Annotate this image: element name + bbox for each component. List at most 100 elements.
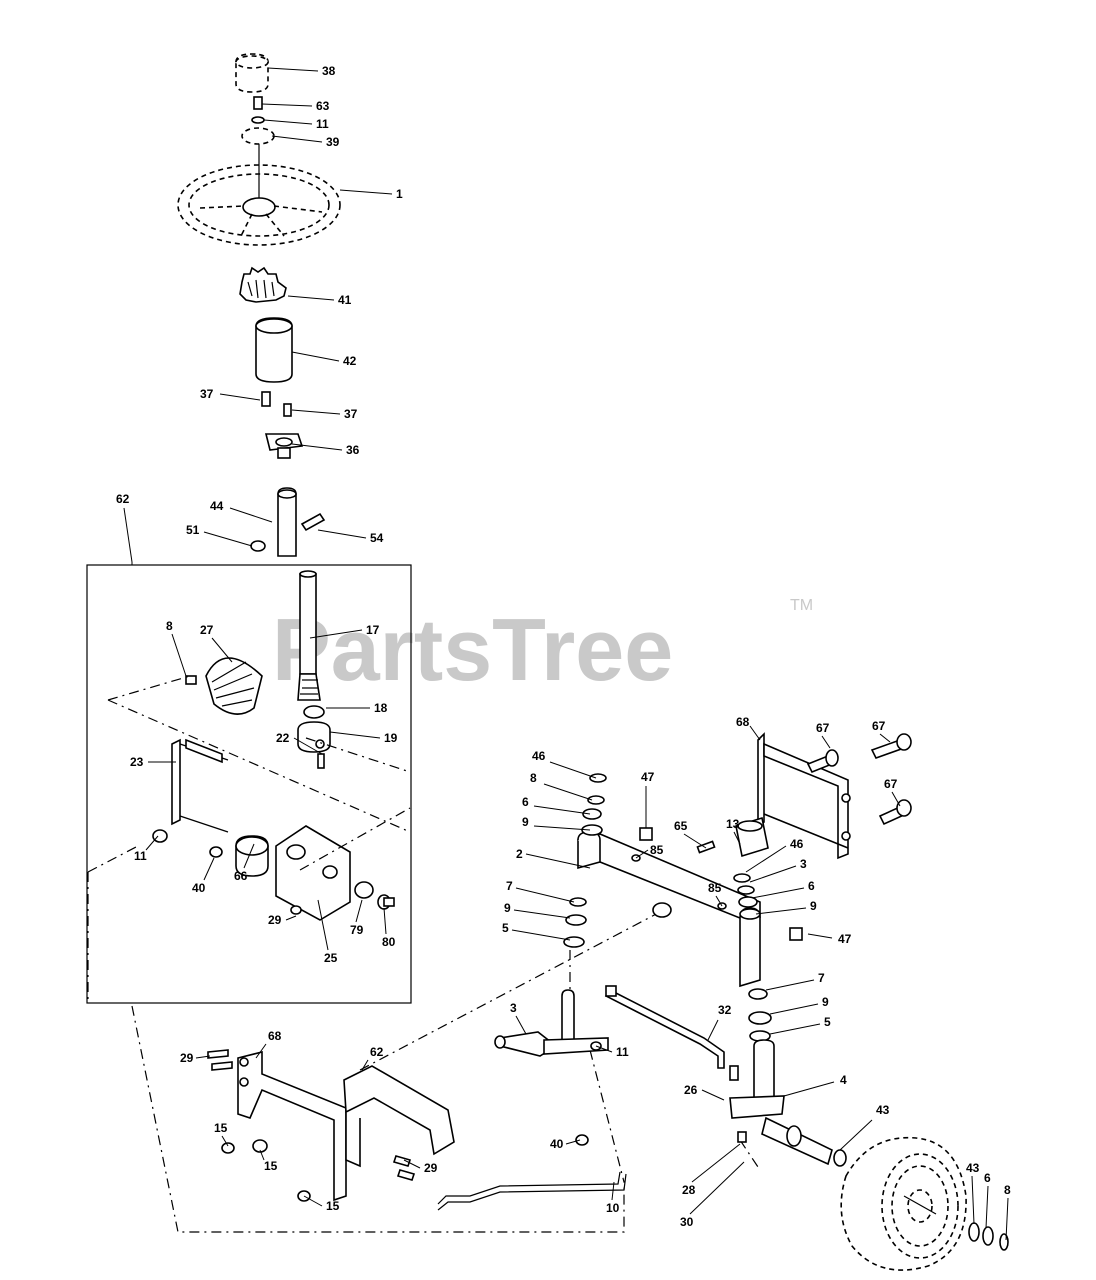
callout-c37b: 37 — [344, 407, 358, 421]
washer-right-c — [748, 1011, 772, 1025]
leader-line-c5a — [511, 929, 571, 941]
leader-line-c9c — [513, 909, 571, 919]
leader-line-c46b — [745, 845, 787, 873]
leader-line-c15a — [221, 1135, 229, 1147]
steering-column-cover — [255, 317, 293, 383]
leader-line-c65 — [683, 833, 707, 849]
callout-c10: 10 — [606, 1201, 620, 1215]
wheel-washer-a — [968, 1222, 980, 1242]
leader-line-c67c — [891, 791, 901, 807]
pivot-pin — [696, 840, 716, 854]
axle-bolt-a — [806, 749, 839, 774]
pin-right — [737, 885, 755, 895]
watermark-text: PartsTree — [272, 600, 673, 699]
bracket-washer — [152, 829, 168, 843]
leader-line-c3b — [749, 865, 797, 883]
leader-line-c11b — [145, 835, 159, 851]
leader-line-c41 — [287, 295, 335, 301]
callout-c15b: 15 — [264, 1159, 278, 1173]
callout-c62a: 62 — [116, 492, 130, 506]
leader-line-c4 — [783, 1081, 835, 1097]
axle-bolt-b — [870, 733, 912, 759]
callout-c9d: 9 — [822, 995, 829, 1009]
callout-c67a: 67 — [816, 721, 830, 735]
watermark-trademark: TM — [790, 597, 813, 614]
callout-c62b: 62 — [370, 1045, 384, 1059]
wheel-washer-b — [982, 1226, 994, 1246]
leader-line-c11a — [263, 119, 313, 125]
leader-line-c5b — [769, 1023, 821, 1035]
leader-line-c8a — [171, 633, 187, 677]
callout-c46a: 46 — [532, 749, 546, 763]
callout-c18: 18 — [374, 701, 388, 715]
leader-line-c6c — [985, 1185, 989, 1229]
leader-line-c29a — [285, 915, 297, 921]
callout-c85a: 85 — [650, 843, 664, 857]
leader-line-c62a — [123, 507, 133, 563]
steering-bracket — [343, 1065, 455, 1168]
callout-c25: 25 — [324, 951, 338, 965]
callout-c2: 2 — [516, 847, 523, 861]
callout-c29c: 29 — [424, 1161, 438, 1175]
leader-line-c29c — [403, 1159, 421, 1169]
callout-c51: 51 — [186, 523, 200, 537]
leader-line-c27 — [211, 637, 233, 663]
bracket-screw — [290, 905, 302, 915]
leader-line-c54 — [317, 529, 367, 539]
leader-line-c26 — [701, 1089, 725, 1101]
grease-fitting-left — [639, 827, 653, 841]
bushing-left — [569, 897, 587, 907]
leader-line-c44 — [229, 507, 273, 523]
callout-c23: 23 — [130, 755, 144, 769]
spindle-left — [494, 989, 609, 1057]
gear-mount-bracket — [171, 738, 229, 833]
callout-c38: 38 — [322, 64, 336, 78]
leader-line-c85b — [715, 895, 723, 907]
callout-c37a: 37 — [200, 387, 214, 401]
callout-c79: 79 — [350, 923, 364, 937]
spindle-right — [729, 1039, 833, 1166]
leader-line-c66 — [243, 843, 255, 869]
callout-c63: 63 — [316, 99, 330, 113]
leader-line-c32 — [707, 1019, 719, 1041]
callout-c9a: 9 — [522, 815, 529, 829]
bracket-nut — [209, 846, 223, 858]
callout-c47a: 47 — [641, 770, 655, 784]
bushing-right — [748, 988, 768, 1000]
leader-lines — [123, 67, 1009, 1241]
cap-right — [733, 873, 751, 883]
callout-c6c: 6 — [984, 1171, 991, 1185]
leader-line-c36 — [291, 443, 343, 451]
callout-c39: 39 — [326, 135, 340, 149]
sector-gear — [185, 657, 263, 715]
steering-shaft — [277, 487, 297, 557]
drag-link — [437, 1171, 627, 1211]
drag-link-end — [729, 1065, 739, 1081]
leader-line-c1 — [339, 189, 393, 195]
washer-right-a — [738, 896, 758, 908]
callout-c5a: 5 — [502, 921, 509, 935]
leader-line-c79 — [355, 899, 363, 923]
leader-line-c63 — [261, 103, 313, 107]
leader-line-c47b — [807, 933, 833, 939]
callout-c41: 41 — [338, 293, 352, 307]
leader-line-c19 — [329, 731, 381, 739]
leader-line-c6a — [533, 805, 591, 815]
leader-line-c28 — [691, 1143, 741, 1183]
steering-adapter-gear — [239, 266, 287, 303]
leader-line-c9b — [755, 907, 807, 915]
callout-c67c: 67 — [884, 777, 898, 791]
axle-bolt-c — [878, 799, 912, 826]
callout-c11b: 11 — [134, 849, 147, 863]
callout-c68b: 68 — [268, 1029, 282, 1043]
leader-line-c62b — [361, 1059, 369, 1071]
steering-gear-shaft — [297, 570, 321, 701]
callout-c17: 17 — [366, 623, 380, 637]
callout-c67b: 67 — [872, 719, 886, 733]
leader-line-c67b — [879, 733, 891, 743]
leader-line-c10 — [611, 1181, 615, 1201]
callout-c6a: 6 — [522, 795, 529, 809]
pivot-bushing — [235, 835, 269, 877]
leader-line-c43b — [971, 1175, 975, 1225]
